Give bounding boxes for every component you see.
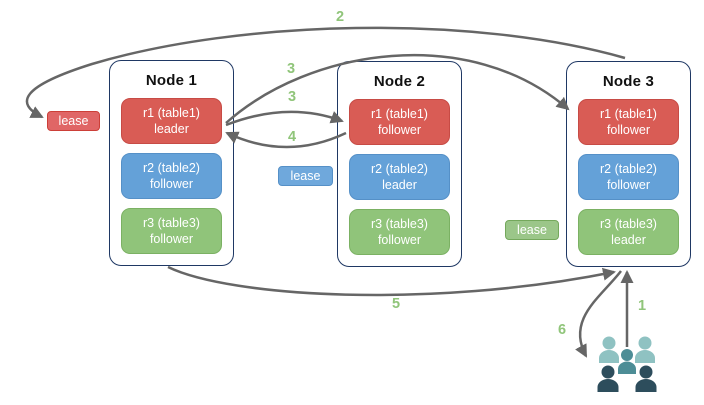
lease-badge-table1: lease xyxy=(47,111,100,131)
node-2-replica-r3: r3 (table3) follower xyxy=(349,209,450,255)
replica-name: r3 (table3) xyxy=(143,215,200,230)
node-1-title: Node 1 xyxy=(145,72,198,89)
replica-name: r1 (table1) xyxy=(371,106,428,121)
node-3-replica-r2: r2 (table2) follower xyxy=(578,154,679,200)
replica-role: follower xyxy=(606,178,651,192)
lease-badge-table2: lease xyxy=(278,166,333,186)
replica-role: follower xyxy=(149,177,194,191)
users-icon xyxy=(597,336,657,392)
node-2-replica-r2: r2 (table2) leader xyxy=(349,154,450,200)
node-2-replica-r1: r1 (table1) follower xyxy=(349,99,450,145)
replica-role: follower xyxy=(377,123,422,137)
node-1-replica-r2: r2 (table2) follower xyxy=(121,153,222,199)
replica-name: r2 (table2) xyxy=(143,160,200,175)
node-1-box: Node 1 r1 (table1) leader r2 (table2) fo… xyxy=(109,60,234,266)
replica-role: follower xyxy=(606,123,651,137)
node-3-replica-r1: r1 (table1) follower xyxy=(578,99,679,145)
replica-name: r2 (table2) xyxy=(600,161,657,176)
arrow-step5-node1-to-node3 xyxy=(167,265,616,297)
node-3-box: Node 3 r1 (table1) follower r2 (table2) … xyxy=(566,61,691,267)
node-2-title: Node 2 xyxy=(373,73,426,90)
step-label-1: 1 xyxy=(637,298,647,314)
replica-role: follower xyxy=(377,233,422,247)
node-1-replica-r3: r3 (table3) follower xyxy=(121,208,222,254)
replica-name: r3 (table3) xyxy=(600,216,657,231)
arrow-step3-node1-to-node2 xyxy=(225,110,344,127)
replica-role: follower xyxy=(149,232,194,246)
arrow-step4-node2-to-node1 xyxy=(225,131,347,149)
step-label-3a: 3 xyxy=(286,61,296,77)
replica-name: r2 (table2) xyxy=(371,161,428,176)
replica-name: r1 (table1) xyxy=(600,106,657,121)
step-label-6: 6 xyxy=(557,322,567,338)
node-3-replica-r3: r3 (table3) leader xyxy=(578,209,679,255)
node-3-title: Node 3 xyxy=(602,73,655,90)
replica-name: r1 (table1) xyxy=(143,105,200,120)
step-label-5: 5 xyxy=(391,296,401,312)
lease-badge-table3: lease xyxy=(505,220,559,240)
replica-role: leader xyxy=(611,233,646,247)
step-label-4: 4 xyxy=(287,129,297,145)
node-2-box: Node 2 r1 (table1) follower r2 (table2) … xyxy=(337,61,462,267)
node-1-replica-r1: r1 (table1) leader xyxy=(121,98,222,144)
replica-name: r3 (table3) xyxy=(371,216,428,231)
replica-role: leader xyxy=(154,122,189,136)
step-label-3b: 3 xyxy=(287,89,297,105)
step-label-2: 2 xyxy=(335,9,345,25)
replica-role: leader xyxy=(382,178,417,192)
